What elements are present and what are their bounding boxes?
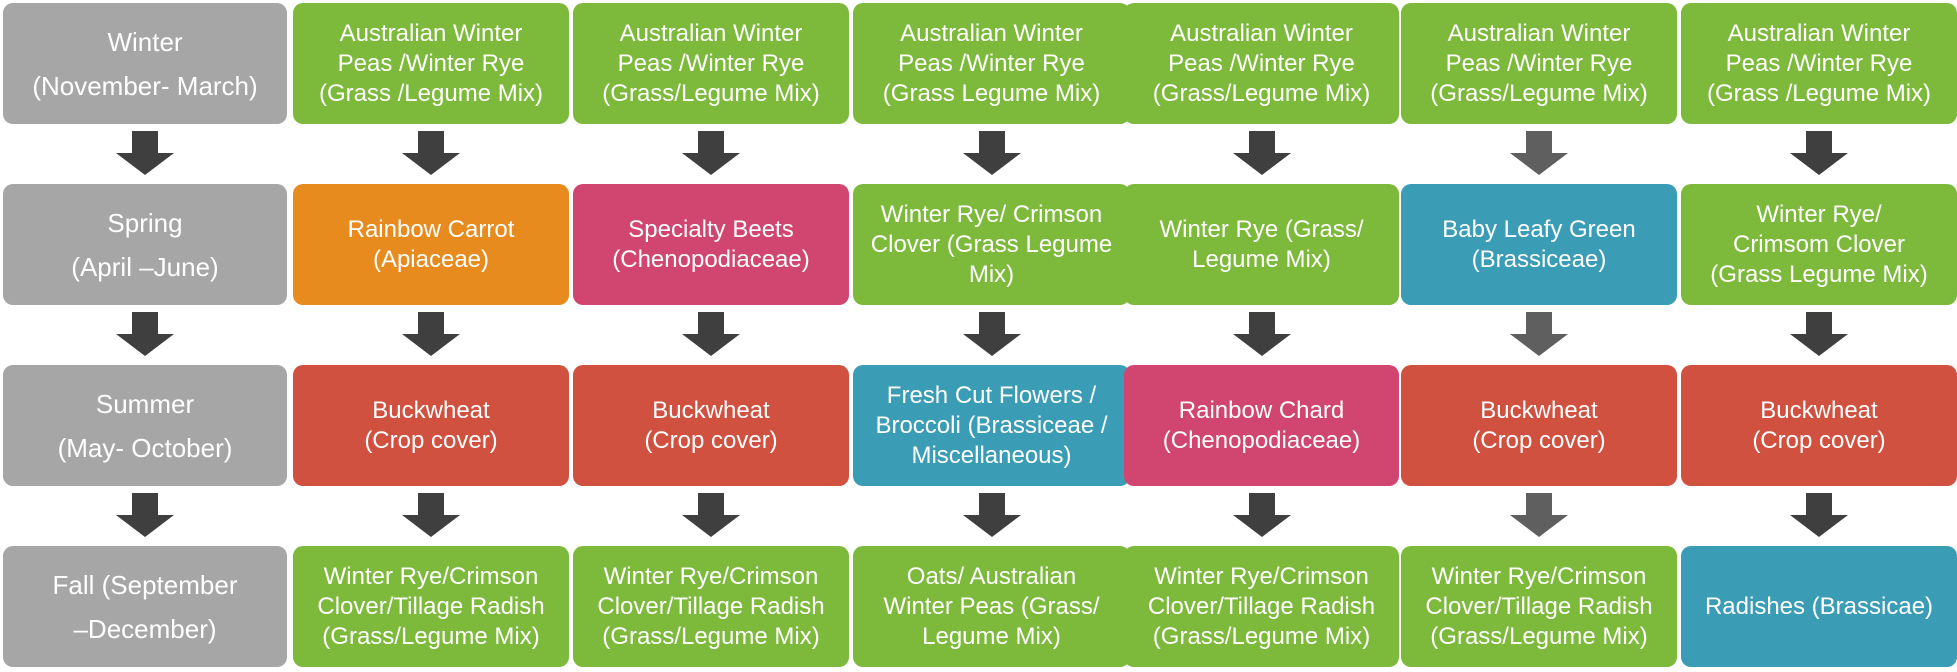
crop-box: Australian Winter Peas /Winter Rye (Gras… [573,3,849,124]
crop-box: Winter Rye/Crimson Clover/Tillage Radish… [293,546,569,667]
crop-box: Winter Rye/ Crimsom Clover (Grass Legume… [1681,184,1957,305]
crop-box: Fresh Cut Flowers / Broccoli (Brassiceae… [853,365,1130,486]
crop-box: Specialty Beets (Chenopodiaceae) [573,184,849,305]
crop-box: Rainbow Chard (Chenopodiaceae) [1124,365,1399,486]
crop-box: Baby Leafy Green (Brassiceae) [1401,184,1677,305]
season-label-winter: Winter (November- March) [3,3,287,124]
crop-box: Buckwheat (Crop cover) [1681,365,1957,486]
crop-box: Australian Winter Peas /Winter Rye (Gras… [853,3,1130,124]
crop-box: Buckwheat (Crop cover) [1401,365,1677,486]
crop-box: Winter Rye/ Crimson Clover (Grass Legume… [853,184,1130,305]
crop-box: Rainbow Carrot (Apiaceae) [293,184,569,305]
crop-box: Winter Rye/Crimson Clover/Tillage Radish… [1401,546,1677,667]
crop-box: Oats/ Australian Winter Peas (Grass/ Leg… [853,546,1130,667]
crop-box: Winter Rye/Crimson Clover/Tillage Radish… [573,546,849,667]
season-label-summer: Summer (May- October) [3,365,287,486]
crop-box: Radishes (Brassicae) [1681,546,1957,667]
crop-box: Australian Winter Peas /Winter Rye (Gras… [1124,3,1399,124]
season-label-fall: Fall (September –December) [3,546,287,667]
crop-box: Australian Winter Peas /Winter Rye (Gras… [293,3,569,124]
crop-box: Buckwheat (Crop cover) [573,365,849,486]
crop-box: Winter Rye (Grass/ Legume Mix) [1124,184,1399,305]
crop-box: Australian Winter Peas /Winter Rye (Gras… [1681,3,1957,124]
season-label-spring: Spring (April –June) [3,184,287,305]
crop-box: Australian Winter Peas /Winter Rye (Gras… [1401,3,1677,124]
crop-box: Buckwheat (Crop cover) [293,365,569,486]
crop-box: Winter Rye/Crimson Clover/Tillage Radish… [1124,546,1399,667]
